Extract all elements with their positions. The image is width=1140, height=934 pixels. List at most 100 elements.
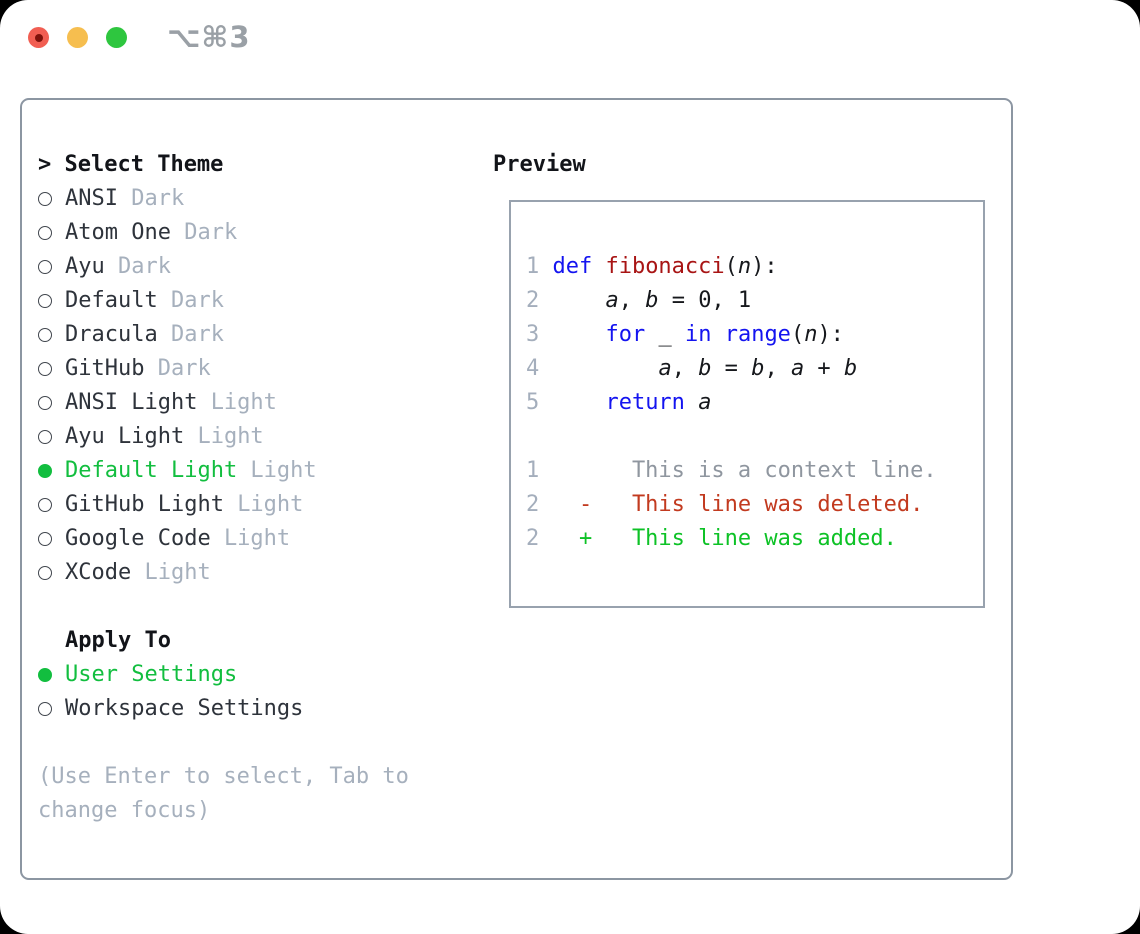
theme-name: Ayu Light — [65, 424, 185, 449]
theme-option[interactable]: Atom One Dark — [38, 216, 488, 250]
code-token: , — [618, 288, 646, 313]
theme-variant-badge: Dark — [184, 220, 238, 245]
radio-icon — [38, 702, 52, 716]
code-token: b — [698, 356, 712, 381]
radio-selected-icon — [38, 464, 52, 478]
apply-to-section: Apply To User Settings Workspace Setting… — [38, 624, 488, 726]
apply-option-workspace-settings[interactable]: Workspace Settings — [38, 692, 488, 726]
apply-option-label: User Settings — [65, 662, 238, 687]
theme-name: ANSI Light — [65, 390, 198, 415]
code-token: range — [724, 322, 791, 347]
radio-icon — [38, 566, 52, 580]
theme-list-header: >Select Theme — [38, 148, 488, 182]
theme-option[interactable]: ANSI Dark — [38, 182, 488, 216]
theme-variant-badge: Light — [250, 458, 317, 483]
theme-option[interactable]: GitHub Dark — [38, 352, 488, 386]
code-token — [552, 322, 605, 347]
theme-name: Dracula — [65, 322, 158, 347]
radio-icon — [38, 294, 52, 308]
theme-option[interactable]: XCode Light — [38, 556, 488, 590]
code-token: b — [843, 356, 858, 381]
code-token: for — [605, 322, 646, 347]
close-button[interactable] — [28, 27, 49, 48]
theme-option[interactable]: Dracula Dark — [38, 318, 488, 352]
theme-option[interactable]: Ayu Light Light — [38, 420, 488, 454]
code-token — [672, 322, 685, 347]
code-token: ): — [817, 322, 844, 347]
theme-variant-badge: Light — [210, 390, 277, 415]
radio-icon — [38, 430, 52, 444]
theme-variant-badge: Light — [237, 492, 304, 517]
code-line: 3 for _ in range(n): — [526, 318, 983, 352]
radio-icon — [38, 362, 52, 376]
traffic-lights — [28, 27, 127, 48]
diff-context-line: 1 This is a context line. — [526, 454, 983, 488]
help-hint: (Use Enter to select, Tab to change focu… — [38, 764, 409, 823]
code-line: 2 a, b = 0, 1 — [526, 284, 983, 318]
code-token — [552, 288, 605, 313]
apply-option-user-settings[interactable]: User Settings — [38, 658, 488, 692]
radio-icon — [38, 396, 52, 410]
code-token — [552, 356, 658, 381]
radio-icon — [38, 226, 52, 240]
radio-icon — [38, 192, 52, 206]
code-token — [552, 390, 605, 415]
preview-pane: 1 def fibonacci (n): 2 a, b = 0, 1 3 for _… — [509, 200, 985, 608]
code-token: fibonacci — [605, 254, 725, 279]
code-token: a — [658, 356, 672, 381]
code-token: n — [804, 322, 818, 347]
theme-name: GitHub — [65, 356, 145, 381]
code-token: b — [645, 288, 659, 313]
minimize-button[interactable] — [67, 27, 88, 48]
code-token — [711, 322, 724, 347]
code-token: def — [552, 254, 606, 279]
theme-name: Default — [65, 288, 158, 313]
code-token — [645, 322, 658, 347]
theme-variant-badge: Light — [223, 526, 291, 551]
theme-variant-badge: Dark — [157, 356, 211, 381]
code-token: a — [698, 390, 712, 415]
apply-to-header: Apply To — [38, 624, 488, 658]
diff-deleted-line: 2 - This line was deleted. — [526, 488, 983, 522]
zoom-button[interactable] — [106, 27, 127, 48]
theme-option[interactable]: GitHub Light Light — [38, 488, 488, 522]
code-token — [685, 390, 698, 415]
line-number: 2 — [526, 492, 540, 517]
blank-line — [526, 420, 983, 454]
theme-option[interactable]: Default Dark — [38, 284, 488, 318]
theme-picker-panel: >Select Theme ANSI Dark Atom One Dark Ay… — [20, 98, 1013, 880]
diff-added-line: 2 + This line was added. — [526, 522, 983, 556]
theme-name: XCode — [65, 560, 132, 585]
theme-option[interactable]: Ayu Dark — [38, 250, 488, 284]
theme-option-selected[interactable]: Default Light Light — [38, 454, 488, 488]
theme-option[interactable]: ANSI Light Light — [38, 386, 488, 420]
line-number: 1 — [526, 254, 540, 279]
code-line: 5 return a — [526, 386, 983, 420]
code-token: , — [764, 356, 791, 381]
line-number: 5 — [526, 390, 540, 415]
radio-icon — [38, 328, 52, 342]
code-token: + — [804, 356, 844, 381]
theme-name: Default Light — [65, 458, 238, 483]
window-title: ⌥⌘3 — [167, 20, 251, 54]
code-token: ( — [790, 322, 805, 347]
apply-option-label: Workspace Settings — [65, 696, 304, 721]
code-token: a — [605, 288, 619, 313]
line-number: 2 — [526, 288, 540, 313]
apply-to-title: Apply To — [65, 628, 171, 653]
theme-name: Google Code — [65, 526, 211, 551]
preview-title: Preview — [493, 152, 586, 177]
theme-name: GitHub Light — [65, 492, 224, 517]
code-token: = — [711, 356, 752, 381]
theme-option[interactable]: Google Code Light — [38, 522, 488, 556]
radio-icon — [38, 532, 52, 546]
theme-name: Atom One — [65, 220, 171, 245]
code-token: return — [605, 390, 685, 415]
radio-icon — [38, 260, 52, 274]
window-titlebar: ⌥⌘3 — [0, 0, 1140, 76]
diff-text: + This line was added. — [552, 526, 897, 551]
theme-name: ANSI — [65, 186, 118, 211]
line-number: 1 — [526, 458, 540, 483]
